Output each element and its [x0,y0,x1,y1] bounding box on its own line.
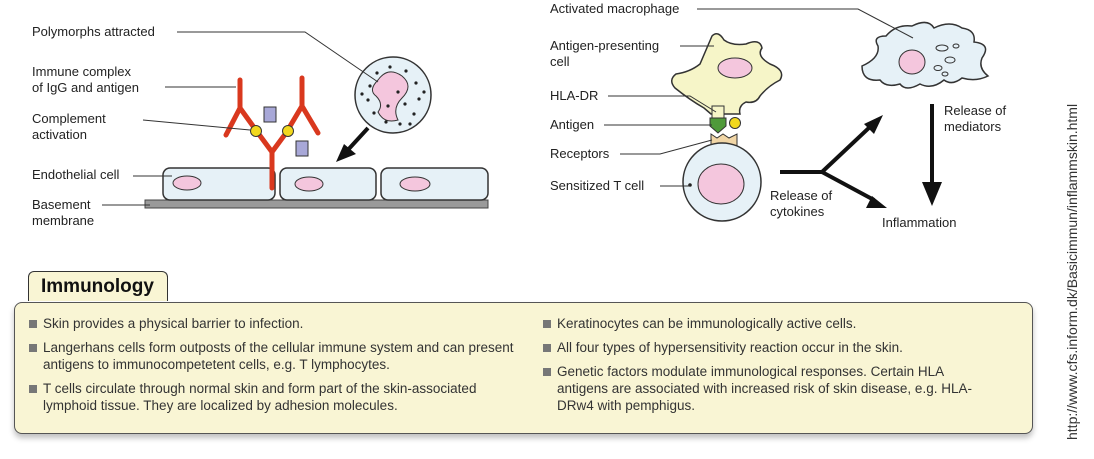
apc-nucleus [717,57,753,79]
info-bullet: All four types of hypersensitivity react… [543,339,983,356]
label-polymorphs: Polymorphs attracted [32,24,155,39]
arrow-head-down [866,196,887,208]
label-immune-complex-1: Immune complex [32,64,131,79]
leader-hla-dr [608,95,717,113]
label-apc-1: Antigen-presenting [550,38,659,53]
macrophage-nucleus [898,49,926,75]
antibody-complex [223,75,321,191]
complement-dot-2 [282,125,294,137]
mediator-arrow-head [922,182,942,206]
leader-complement [142,119,251,131]
label-basement-2: membrane [32,213,94,228]
bullet-square-icon [543,320,551,328]
label-release-cytokines-1: Release of [770,188,833,203]
macrophage-granules [933,43,960,77]
label-complement-1: Complement [32,111,106,126]
arrow-head-up [864,115,883,134]
leader-receptors [620,139,713,155]
label-release-mediators-1: Release of [944,103,1007,118]
source-url[interactable]: http://www.cfs.inform.dk/Basicimmun/infl… [1064,103,1080,440]
bullet-square-icon [29,385,37,393]
label-release-mediators-2: mediators [944,119,1002,134]
label-basement-1: Basement [32,197,91,212]
label-immune-complex-2: of IgG and antigen [32,80,139,95]
info-bullet: T cells circulate through normal skin an… [29,380,519,414]
endothelial-nucleus-2 [294,176,324,192]
label-hla-dr: HLA-DR [550,88,598,103]
polymorph-arrow-shaft [344,126,370,154]
label-antigen: Antigen [550,117,594,132]
label-complement-2: activation [32,127,87,142]
label-activated-macrophage: Activated macrophage [550,1,679,16]
label-sensitized-t: Sensitized T cell [550,178,644,193]
info-left-column: Skin provides a physical barrier to infe… [29,315,519,421]
polymorph-arrow-head [336,144,356,162]
info-box-title: Immunology [41,276,154,297]
label-endothelial: Endothelial cell [32,167,120,182]
info-bullet: Skin provides a physical barrier to infe… [29,315,519,332]
info-bullet: Langerhans cells form outposts of the ce… [29,339,519,373]
endothelial-cell-3 [380,167,489,201]
leader-macrophage [697,8,914,39]
label-apc-2: cell [550,54,570,69]
apc-yellow-dot [729,117,741,129]
label-inflammation: Inflammation [882,215,956,230]
antigen-square-1 [263,106,277,123]
endothelial-nucleus-1 [172,175,202,191]
endothelial-cell-2 [279,167,377,201]
t-cell-nucleus [697,163,745,205]
polymorph-cell [354,56,432,134]
leader-polymorphs [177,31,379,83]
bullet-square-icon [29,344,37,352]
label-receptors: Receptors [550,146,610,161]
bullet-square-icon [543,344,551,352]
basement-membrane [144,199,489,209]
cytokine-arrows [780,123,875,202]
bullet-square-icon [543,368,551,376]
info-bullet: Genetic factors modulate immunological r… [543,363,983,414]
endothelial-nucleus-3 [399,176,431,192]
complement-dot-1 [250,125,262,137]
hla-dr-stalk [711,105,725,119]
info-box-tab: Immunology [28,271,168,301]
info-right-column: Keratinocytes can be immunologically act… [543,315,983,421]
activated-macrophage [861,21,990,89]
label-release-cytokines-2: cytokines [770,204,825,219]
bullet-square-icon [29,320,37,328]
info-box: Skin provides a physical barrier to infe… [14,302,1033,434]
info-bullet: Keratinocytes can be immunologically act… [543,315,983,332]
antigen-square-2 [295,140,309,157]
antigen-marker [709,117,727,134]
